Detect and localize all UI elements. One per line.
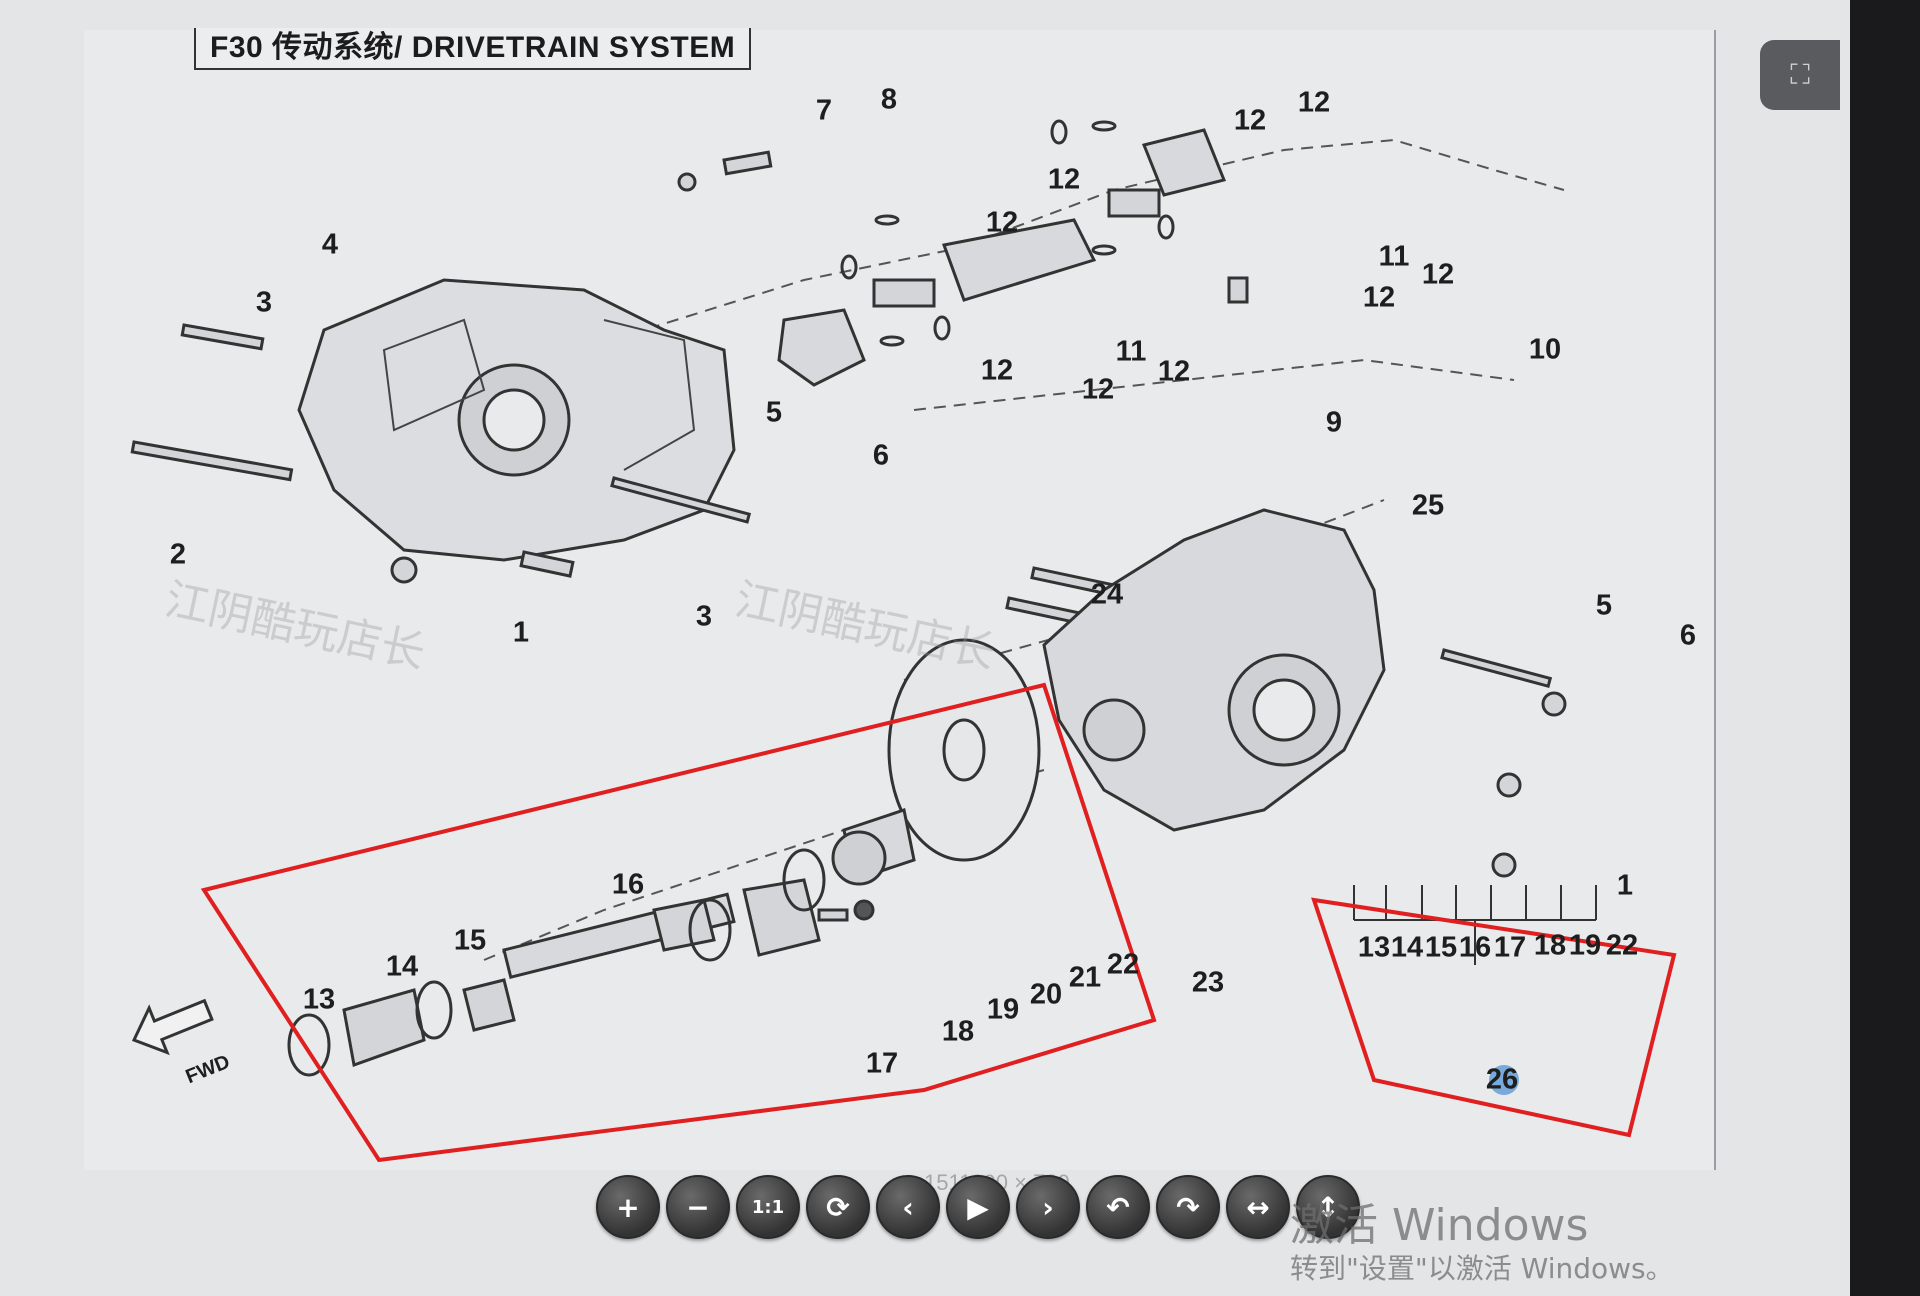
activation-title: 激活 Windows [1290,1200,1589,1251]
chevron-right-icon: › [1042,1190,1054,1224]
callout-5: 5 [1595,589,1613,622]
assembly-member-15: 15 [1424,931,1458,964]
callout-6: 6 [1679,619,1697,652]
assembly-26-callout: 26 [1485,1063,1519,1096]
image-viewer-screen: F30 传动系统/ DRIVETRAIN SYSTEM 1 2 3 3 4 5 … [0,0,1850,1296]
cursor-highlight [1489,1065,1519,1095]
callout-20: 20 [1029,978,1063,1011]
callout-7: 7 [815,94,833,127]
assembly-member-16: 16 [1458,931,1492,964]
assembly-member-14: 14 [1390,931,1424,964]
assembly-member-17: 17 [1493,931,1527,964]
red-annotation-outlines [200,682,1677,1163]
rear-differential [1042,508,1386,832]
callout-11: 11 [1378,240,1410,273]
next-button[interactable]: › [1016,1175,1080,1239]
callout-19: 19 [986,993,1020,1026]
assembly-member-18: 18 [1533,929,1567,962]
flip-horizontal-button[interactable]: ↔ [1226,1175,1290,1239]
rotate-left-button[interactable]: ↶ [1086,1175,1150,1239]
callout-1: 1 [512,616,530,649]
callout-12: 12 [1362,281,1396,314]
zoom-out-icon: − [686,1190,710,1224]
output-shaft-assembly [287,808,916,1077]
callout-13: 13 [302,983,336,1016]
callout-12: 12 [985,206,1019,239]
fwd-arrow [131,998,214,1056]
chevron-left-icon: ‹ [902,1190,914,1224]
callout-8: 8 [880,83,898,116]
assembly-member-19: 19 [1568,929,1602,962]
callout-11: 11 [1115,335,1147,368]
play-icon: ▶ [967,1190,989,1224]
callout-12: 12 [980,354,1014,387]
callout-12: 12 [1047,163,1081,196]
callout-6: 6 [872,439,890,472]
callout-12: 12 [1081,373,1115,406]
callout-21: 21 [1068,961,1102,994]
diagram-title: F30 传动系统/ DRIVETRAIN SYSTEM [194,28,752,70]
zoom-out-button[interactable]: − [666,1175,730,1239]
zoom-in-icon: + [616,1190,640,1224]
previous-button[interactable]: ‹ [876,1175,940,1239]
callout-3: 3 [695,600,713,633]
callout-2: 2 [169,538,187,571]
actual-size-icon: 1:1 [751,1196,785,1218]
callout-3: 3 [255,286,273,319]
activation-subtitle: 转到"设置"以激活 Windows。 [1290,1252,1674,1285]
flip-vertical-icon: ↕ [1316,1190,1340,1224]
windows-activation-watermark: 激活 Windows 转到"设置"以激活 Windows。 [1290,1200,1674,1286]
flip-vertical-button[interactable]: ↕ [1296,1175,1360,1239]
callout-12: 12 [1233,104,1267,137]
callout-5: 5 [765,396,783,429]
actual-size-button[interactable]: 1:1 [736,1175,800,1239]
callout-17: 17 [865,1047,899,1080]
callout-15: 15 [453,924,487,957]
callout-12: 12 [1157,355,1191,388]
callout-18: 18 [941,1015,975,1048]
callout-9: 9 [1325,406,1343,439]
callout-1: 1 [1616,869,1634,902]
propeller-shaft [777,119,1227,387]
drivetrain-diagram [130,119,1677,1163]
rotate-right-button[interactable]: ↷ [1156,1175,1220,1239]
callout-22: 22 [1106,948,1140,981]
callout-12: 12 [1297,86,1331,119]
refresh-button[interactable]: ⟳ [806,1175,870,1239]
callout-10: 10 [1528,333,1562,366]
callout-12: 12 [1421,258,1455,291]
callout-4: 4 [321,228,339,261]
fullscreen-button[interactable]: ⛶ [1760,40,1840,110]
fullscreen-icon: ⛶ [1790,58,1810,90]
assembly-member-22: 22 [1605,929,1639,962]
flip-horizontal-icon: ↔ [1246,1190,1270,1224]
callout-25: 25 [1411,489,1445,522]
zoom-in-button[interactable]: + [596,1175,660,1239]
callout-16: 16 [611,868,645,901]
callout-23: 23 [1191,966,1225,999]
rotate-left-icon: ↶ [1106,1190,1130,1224]
callout-24: 24 [1090,578,1124,611]
viewer-toolbar: + − 1:1 ⟳ ‹ ▶ › ↶ ↷ ↔ ↕ [596,1170,1360,1244]
callout-14: 14 [385,950,419,983]
refresh-icon: ⟳ [826,1190,850,1224]
assembly-member-13: 13 [1357,931,1391,964]
play-button[interactable]: ▶ [946,1175,1010,1239]
rotate-right-icon: ↷ [1176,1190,1200,1224]
assembly-26-bracket [1353,885,1597,965]
parts-diagram-sheet: F30 传动系统/ DRIVETRAIN SYSTEM 1 2 3 3 4 5 … [84,28,1716,1195]
monitor-bezel [1850,0,1920,1296]
